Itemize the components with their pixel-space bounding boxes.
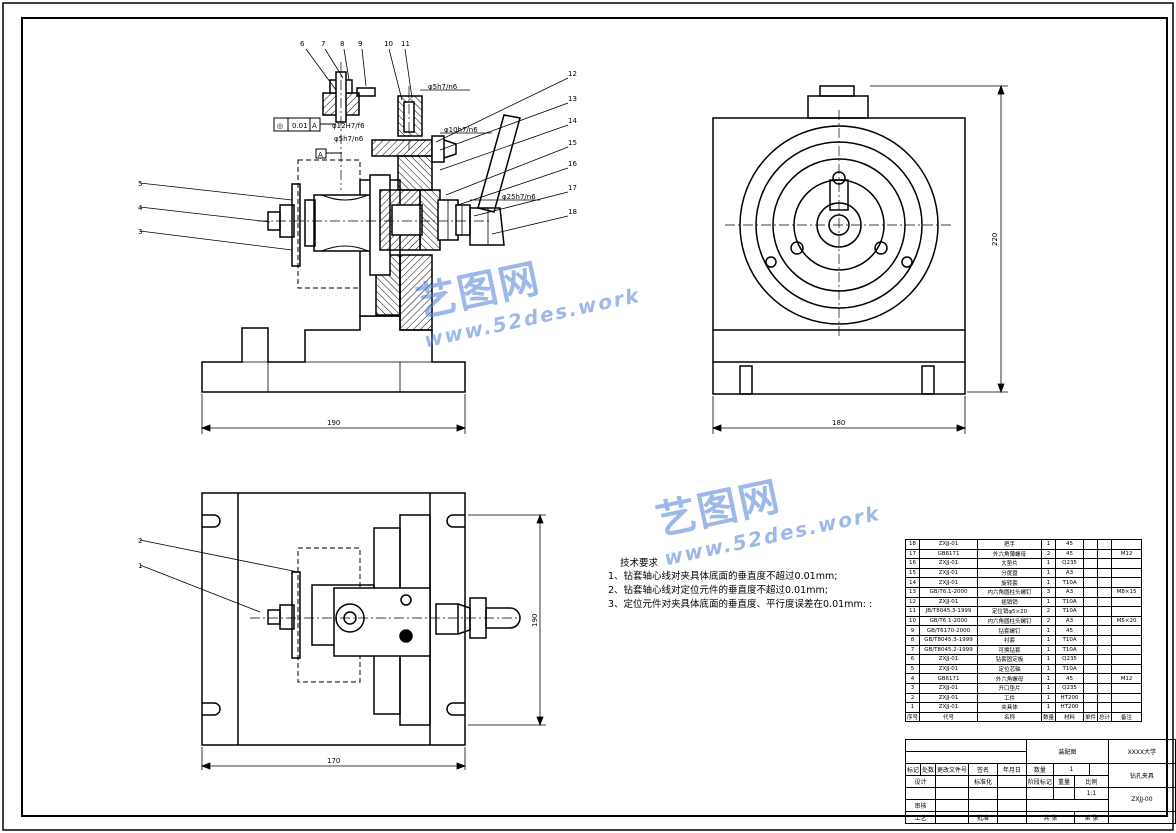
callout-3: 3 [138,228,142,236]
school-name: XXXX大学 [1107,739,1176,764]
callout-8: 8 [340,40,344,48]
drawing-title: 装配图 [1025,739,1109,764]
callout-14: 14 [568,117,577,125]
notes-title: 技术要求 [620,558,659,569]
handle [477,114,521,213]
tolerance-value: 0.01 [292,122,308,130]
callout-15: 15 [568,139,577,147]
callout-13: 13 [568,95,577,103]
callout-11: 11 [401,40,410,48]
front-view [201,62,521,393]
fit-label: φ25h7/n6 [502,193,536,201]
bom-header-row: 序号 代号 名称 数量 材料 单件 总计 备注 [904,711,1143,723]
front-view-leaders [139,48,569,251]
note-line: 3、定位元件对夹具体底面的垂直度、平行度误差在0.01mm: : [608,599,873,610]
dim-220-side: 220 [991,233,999,246]
drawing-code: ZXJJ-00 [1107,787,1176,812]
datum-label: A [318,151,323,159]
callout-1: 1 [138,562,142,570]
callout-7: 7 [321,40,325,48]
plan-view [201,492,521,746]
callout-6: 6 [300,40,305,48]
callout-18: 18 [568,208,577,216]
inner-border [21,17,1168,817]
callout-17: 17 [568,184,577,192]
callout-10: 10 [384,40,393,48]
dim-front-width [200,394,467,434]
plan-view-leaders [139,539,299,613]
dim-170-plan: 170 [327,757,340,765]
dim-190-front: 190 [327,419,340,427]
callout-12: 12 [568,70,577,78]
callout-9: 9 [358,40,362,48]
callout-2: 2 [138,537,142,545]
callout-5: 5 [138,180,142,188]
note-line: 2、钻套轴心线对定位元件的垂直度不超过0.01mm; [608,585,828,596]
callout-16: 16 [568,160,577,168]
dim-180-side: 180 [832,419,845,427]
dim-190-plan: 190 [531,614,539,627]
dim-side [711,84,1008,434]
fit-label: φ5h7/n6 [428,83,458,91]
tolerance-datum: A [312,122,317,130]
fit-label: φ10h7/n6 [444,126,478,134]
callout-4: 4 [138,204,143,212]
part-name: 钻孔夹具 [1107,763,1176,788]
side-view [712,85,966,395]
fit-label: φ12H7/f6 [332,122,365,130]
fit-label: φ5h7/n6 [334,135,364,143]
note-line: 1、钻套轴心线对夹具体底面的垂直度不超过0.01mm; [608,571,838,582]
tolerance-symbol: ◎ [277,122,283,130]
dim-plan [200,513,546,770]
